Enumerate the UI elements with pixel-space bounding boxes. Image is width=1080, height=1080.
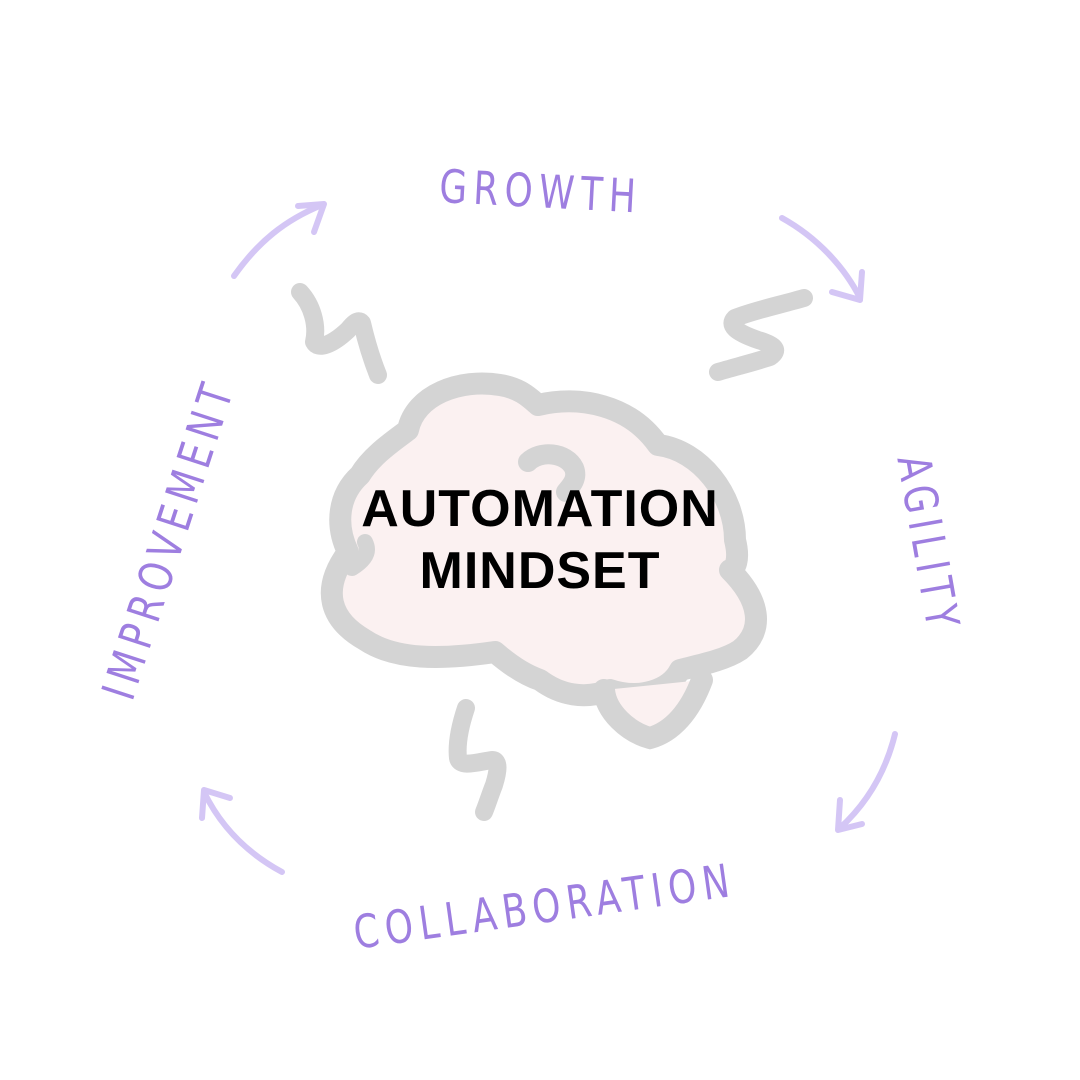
lightning-squiggle-icon-top-left xyxy=(291,283,387,384)
cycle-label-growth: GROWTH xyxy=(438,160,643,224)
curved-arrow-icon-top-left xyxy=(231,201,327,279)
lightning-squiggle-icon-bottom xyxy=(448,699,507,821)
curved-arrow-icon-top-right xyxy=(779,215,865,303)
center-title-line-2: MINDSET xyxy=(419,542,661,600)
cycle-label-improvement: IMPROVEMENT xyxy=(92,372,246,706)
cycle-label-agility: AGILITY xyxy=(886,451,970,638)
center-title-line-1: AUTOMATION xyxy=(361,480,719,538)
cycle-label-collaboration: COLLABORATION xyxy=(350,853,739,960)
center-title: AUTOMATION MINDSET xyxy=(300,478,780,602)
lightning-squiggle-icon-top-right xyxy=(709,289,813,381)
curved-arrow-icon-bottom-right xyxy=(835,731,898,833)
curved-arrow-icon-bottom-left xyxy=(199,787,285,875)
brain-cloud-icon xyxy=(320,372,767,750)
